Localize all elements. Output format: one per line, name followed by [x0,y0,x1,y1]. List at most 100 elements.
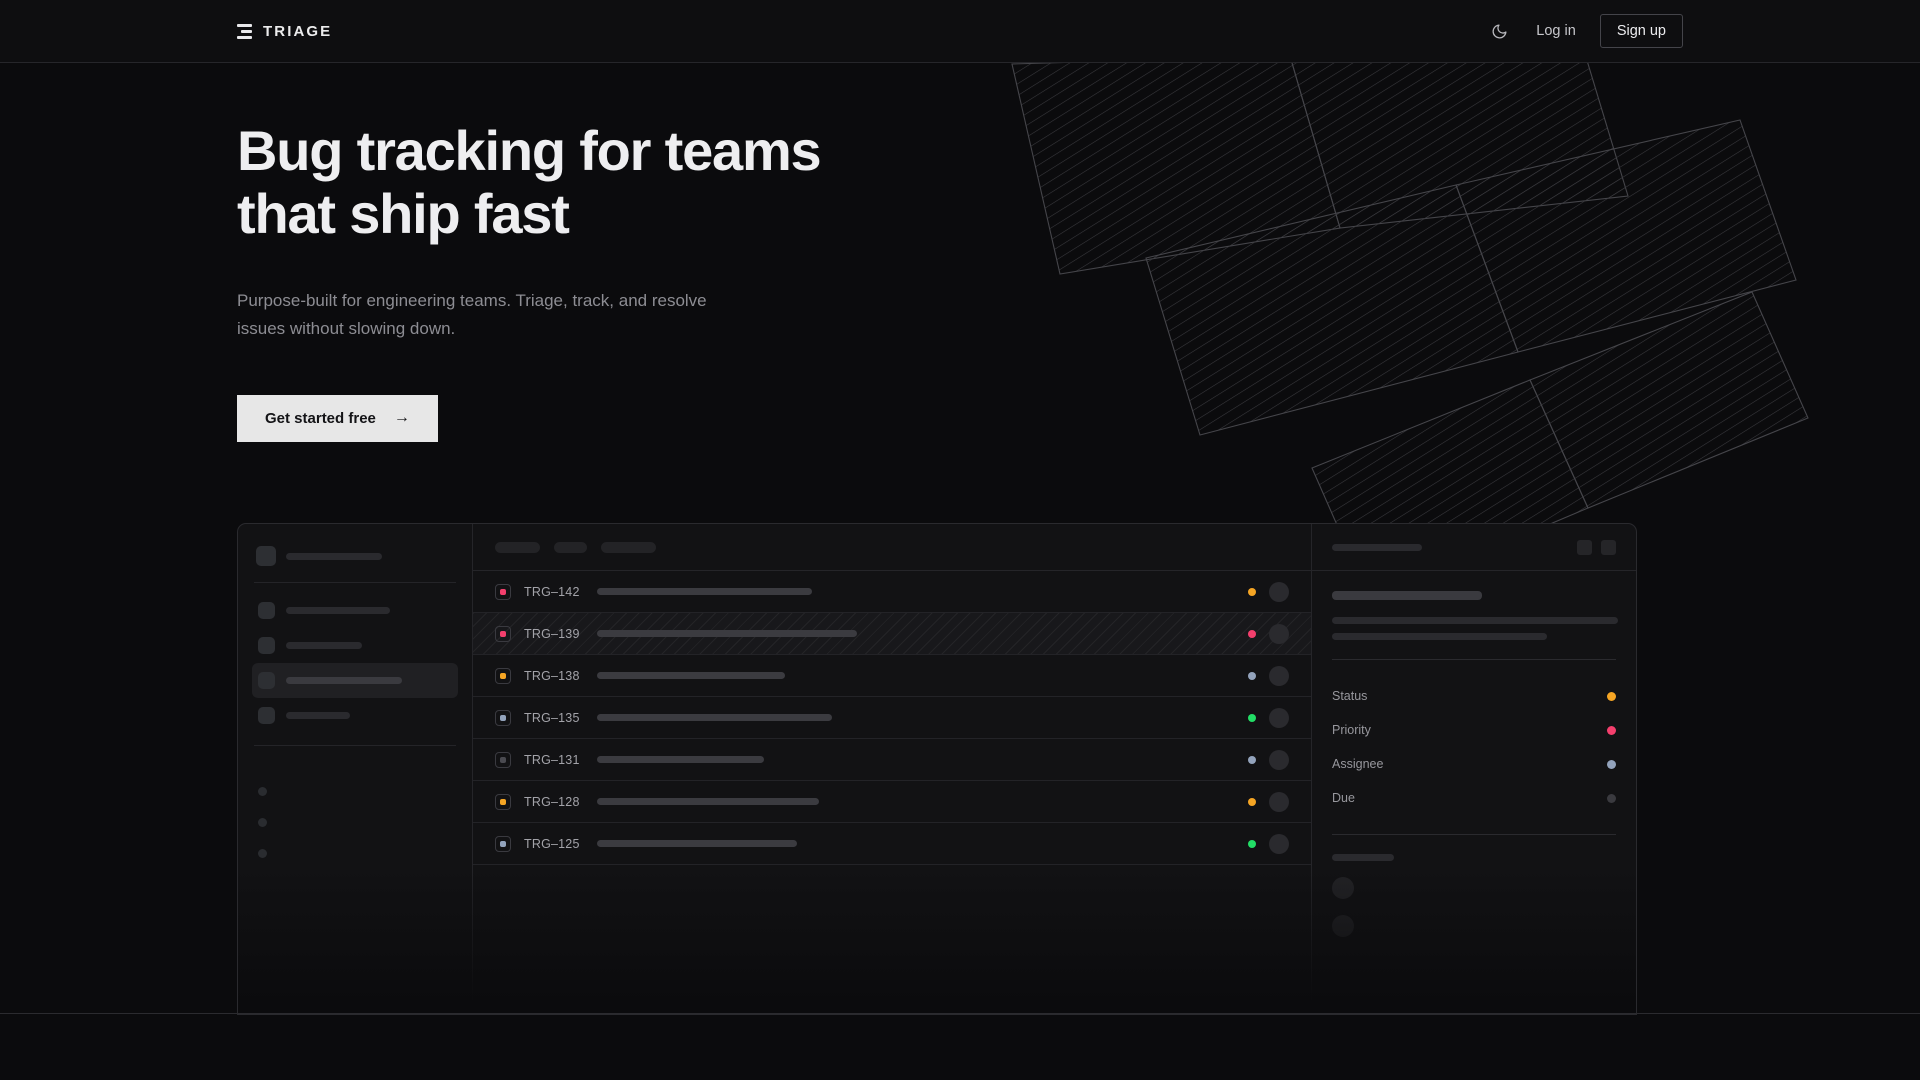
row-meta [1248,665,1289,686]
sidebar-divider-bottom [254,745,456,746]
issue-title-skeleton [597,672,785,679]
hero-subheadline: Purpose-built for engineering teams. Tri… [237,291,707,338]
table-row[interactable]: TRG–142 [473,571,1311,613]
login-link[interactable]: Log in [1536,23,1576,39]
meta-label: Due [1332,791,1355,805]
sidebar-item-label [286,607,390,614]
sidebar-item-icon [258,637,275,654]
sidebar-nav [252,593,458,733]
sidebar-item-icon [258,602,275,619]
activity-section [1312,854,1636,953]
sidebar-item-icon [258,672,275,689]
priority-badge[interactable] [495,667,511,684]
avatar [1269,623,1289,644]
bullet-icon [258,849,267,858]
row-meta [1248,707,1289,728]
meta-value-dot [1607,691,1616,701]
issue-id: TRG–138 [524,668,580,683]
issue-id: TRG–142 [524,584,580,599]
issue-title-skeleton [597,840,797,847]
brand-logo[interactable]: TRIAGE [237,23,332,40]
detail-divider-2 [1332,834,1616,835]
sidebar-item-label [286,642,362,649]
issue-id: TRG–125 [524,836,580,851]
toolbar-filter-2[interactable] [554,541,587,553]
sidebar-sub-item-2[interactable] [252,807,458,838]
issue-title-skeleton [597,756,764,763]
detail-action-1-icon[interactable] [1577,539,1592,555]
priority-badge[interactable] [495,793,511,810]
bullet-icon [258,787,267,796]
sidebar-item-2[interactable] [252,628,458,663]
moon-icon[interactable] [1486,18,1512,44]
issue-list-toolbar [473,524,1311,571]
sidebar-item-3[interactable] [252,663,458,698]
detail-divider-1 [1332,659,1616,660]
avatar [1269,707,1289,728]
priority-badge[interactable] [495,625,511,642]
sidebar-sub-item-3[interactable] [252,838,458,869]
workspace-switcher[interactable] [252,540,458,580]
priority-badge[interactable] [495,583,511,600]
meta-value-dot [1607,793,1616,803]
sidebar-item-4[interactable] [252,698,458,733]
issue-title-skeleton [597,714,832,721]
bullet-icon [258,818,267,827]
issue-id: TRG–128 [524,794,580,809]
status-badge [1248,629,1256,638]
sidebar-item-label [286,677,402,684]
meta-label: Status [1332,689,1368,703]
footer-divider [0,1013,1920,1014]
get-started-button[interactable]: Get started free → [237,394,438,442]
sidebar-sub-item-1[interactable] [252,776,458,807]
table-row[interactable]: TRG–125 [473,823,1311,865]
meta-value-dot [1607,759,1616,769]
detail-action-2-icon[interactable] [1601,539,1616,555]
status-badge [1248,671,1256,680]
issue-id: TRG–139 [524,626,580,641]
status-badge [1248,755,1256,764]
signup-button[interactable]: Sign up [1599,14,1683,48]
toolbar-filter-3[interactable] [601,541,656,553]
avatar [1332,877,1354,899]
avatar [1269,791,1289,812]
status-badge [1248,713,1256,722]
meta-row-status[interactable]: Status [1332,679,1616,713]
row-meta [1248,749,1289,770]
issue-title-skeleton [597,588,812,595]
table-row[interactable]: TRG–131 [473,739,1311,781]
meta-label: Priority [1332,723,1371,737]
sidebar-sub-nav [252,776,458,869]
headline-line-2: that ship fast [237,181,570,245]
row-meta [1248,833,1289,854]
stacked-bars-logo-icon [237,23,252,39]
brand-name: TRIAGE [263,22,333,40]
avatar [1269,665,1289,686]
table-row[interactable]: TRG–135 [473,697,1311,739]
table-row[interactable]: TRG–138 [473,655,1311,697]
priority-badge[interactable] [495,835,511,852]
priority-badge[interactable] [495,751,511,768]
table-row[interactable]: TRG–139 [473,613,1311,655]
priority-badge[interactable] [495,709,511,726]
cta-label: Get started free [265,409,376,427]
meta-row-due[interactable]: Due [1332,781,1616,815]
sidebar-item-1[interactable] [252,593,458,628]
activity-label-skeleton [1332,854,1394,861]
issue-title-skeleton [1332,591,1482,600]
table-row[interactable]: TRG–128 [473,781,1311,823]
issue-title-skeleton [597,798,819,805]
toolbar-filter-1[interactable] [495,541,540,553]
sidebar-divider-top [254,582,456,583]
meta-row-assignee[interactable]: Assignee [1332,747,1616,781]
preview-sidebar [238,524,473,1014]
row-meta [1248,791,1289,812]
meta-row-priority[interactable]: Priority [1332,713,1616,747]
